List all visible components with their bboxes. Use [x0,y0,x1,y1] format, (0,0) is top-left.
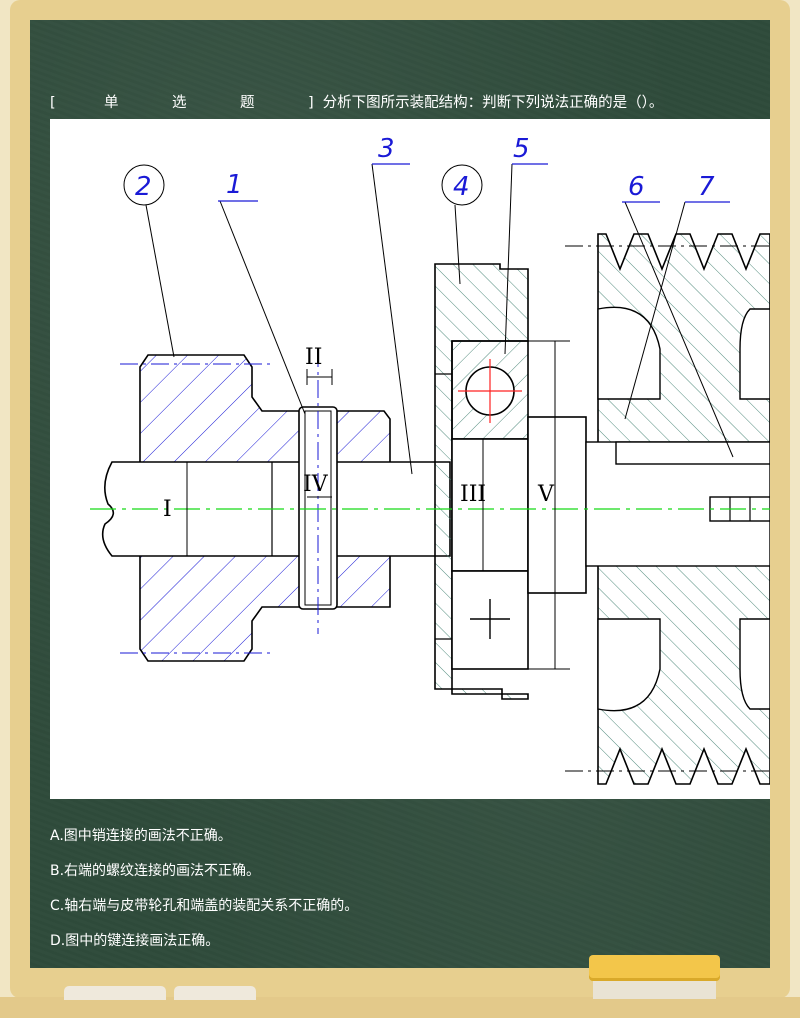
part-label-1: 1 [226,170,243,200]
tag-char-1: 单 [104,95,119,111]
assembly-drawing-svg: I II III IV V 2 1 3 4 5 [90,134,770,785]
region-label-2: II [305,345,322,370]
option-c[interactable]: C.轴右端与皮带轮孔和端盖的装配关系不正确的。 [50,898,359,914]
option-a[interactable]: A.图中销连接的画法不正确。 [50,828,232,844]
dimension-lines [186,340,570,670]
chalk-holder [593,979,716,999]
assembly-drawing: I II III IV V 2 1 3 4 5 [50,119,770,799]
tag-bracket-open: [ [50,95,56,111]
sleeve-part [527,416,587,594]
part-label-4: 4 [453,172,470,202]
region-label-4: IV [303,472,329,497]
option-b[interactable]: B.右端的螺纹连接的画法不正确。 [50,863,261,879]
tag-bracket-close: ] [308,95,314,111]
tag-char-2: 选 [172,95,187,111]
region-label-3: III [460,482,486,507]
part-label-7: 7 [698,172,715,202]
chalk-ledge [0,997,800,1018]
tag-char-3: 题 [240,95,255,111]
part-label-6: 6 [628,172,645,202]
region-label-5: V [537,482,555,507]
answer-options: A.图中销连接的画法不正确。 B.右端的螺纹连接的画法不正确。 C.轴右端与皮带… [50,826,358,966]
leader-lines [145,163,734,475]
chalk-stick [589,955,720,981]
part-label-5: 5 [513,134,530,164]
eraser-middle [174,986,256,1000]
end-cover-part [434,263,529,700]
question-stem-line: [ 单 选 题] 分析下图所示装配结构：判断下列说法正确的是（）。 [50,91,780,115]
option-d[interactable]: D.图中的键连接画法正确。 [50,933,220,949]
question-stem: 分析下图所示装配结构：判断下列说法正确的是（）。 [322,95,664,111]
region-label-1: I [163,497,172,522]
part-label-3: 3 [378,134,395,164]
pin-part [298,349,338,634]
eraser-left [64,986,166,1000]
part-label-2: 2 [135,172,152,202]
question-type-tag: [ 单 选 题] [50,91,318,112]
